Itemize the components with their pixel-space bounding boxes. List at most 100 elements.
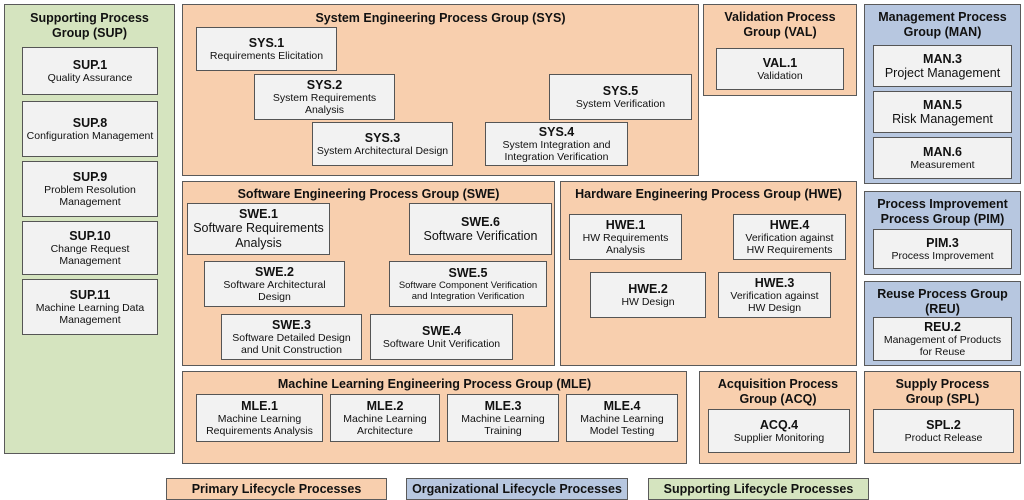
process-name: Supplier Monitoring xyxy=(733,431,825,444)
group-mle: Machine Learning Engineering Process Gro… xyxy=(182,371,687,464)
process-id: MLE.1 xyxy=(241,398,278,413)
process-id: MAN.3 xyxy=(923,51,962,66)
process-pim3[interactable]: PIM.3 Process Improvement xyxy=(873,229,1012,269)
process-sup9[interactable]: SUP.9 Problem Resolution Management xyxy=(22,161,158,217)
process-name: Software Detailed Design and Unit Constr… xyxy=(232,331,351,357)
process-sup1[interactable]: SUP.1 Quality Assurance xyxy=(22,47,158,95)
process-name: Management of Products for Reuse xyxy=(883,333,1002,359)
process-id: HWE.4 xyxy=(769,217,810,232)
process-name: Configuration Management xyxy=(26,129,154,142)
process-id: ACQ.4 xyxy=(759,417,799,432)
process-name: Validation xyxy=(757,69,803,82)
process-id: HWE.2 xyxy=(628,281,668,296)
group-title: Process Improvement Process Group (PIM) xyxy=(877,197,1008,226)
process-mle2[interactable]: MLE.2 Machine Learning Architecture xyxy=(330,394,440,442)
process-man3[interactable]: MAN.3 Project Management xyxy=(873,45,1012,87)
process-name: System Requirements Analysis xyxy=(272,91,377,117)
process-id: SYS.3 xyxy=(364,130,401,145)
process-name: Machine Learning Data Management xyxy=(35,301,145,327)
process-id: SUP.8 xyxy=(72,115,108,130)
group-val: Validation Process Group (VAL) VAL.1 Val… xyxy=(703,4,857,96)
process-mle1[interactable]: MLE.1 Machine Learning Requirements Anal… xyxy=(196,394,323,442)
process-name: Software Component Verification and Inte… xyxy=(398,279,538,303)
process-hwe2[interactable]: HWE.2 HW Design xyxy=(590,272,706,318)
process-id: MAN.5 xyxy=(923,97,962,112)
process-sup11[interactable]: SUP.11 Machine Learning Data Management xyxy=(22,279,158,335)
process-id: SWE.3 xyxy=(272,317,311,332)
process-id: SWE.5 xyxy=(448,265,488,280)
process-sys1[interactable]: SYS.1 Requirements Elicitation xyxy=(196,27,337,71)
process-name: Machine Learning Training xyxy=(461,412,545,438)
process-id: SYS.4 xyxy=(538,124,575,139)
group-spl: Supply Process Group (SPL) SPL.2 Product… xyxy=(864,371,1021,464)
group-title: Hardware Engineering Process Group (HWE) xyxy=(575,187,842,201)
process-acq4[interactable]: ACQ.4 Supplier Monitoring xyxy=(708,409,850,453)
process-spl2[interactable]: SPL.2 Product Release xyxy=(873,409,1014,453)
process-name: Process Improvement xyxy=(891,249,994,262)
process-id: SWE.4 xyxy=(422,323,461,338)
process-id: SYS.2 xyxy=(306,77,343,92)
group-title: Supply Process Group (SPL) xyxy=(895,377,990,406)
process-name: Project Management xyxy=(884,65,1001,80)
group-man: Management Process Group (MAN) MAN.3 Pro… xyxy=(864,4,1021,184)
process-name: HW Design xyxy=(621,295,675,308)
process-name: Machine Learning Architecture xyxy=(343,412,427,438)
process-name: Product Release xyxy=(904,431,983,444)
process-id: VAL.1 xyxy=(762,55,798,70)
process-swe3[interactable]: SWE.3 Software Detailed Design and Unit … xyxy=(221,314,362,360)
process-hwe1[interactable]: HWE.1 HW Requirements Analysis xyxy=(569,214,682,260)
process-name: Software Architectural Design xyxy=(223,278,326,304)
group-title: Reuse Process Group (REU) xyxy=(877,287,1008,316)
process-name: Software Verification xyxy=(423,228,538,243)
process-swe6[interactable]: SWE.6 Software Verification xyxy=(409,203,552,255)
process-id: SUP.1 xyxy=(72,57,108,72)
process-sys2[interactable]: SYS.2 System Requirements Analysis xyxy=(254,74,395,120)
process-swe2[interactable]: SWE.2 Software Architectural Design xyxy=(204,261,345,307)
process-reu2[interactable]: REU.2 Management of Products for Reuse xyxy=(873,317,1012,361)
process-id: SYS.5 xyxy=(602,83,639,98)
process-swe5[interactable]: SWE.5 Software Component Verification an… xyxy=(389,261,547,307)
process-sup10[interactable]: SUP.10 Change Request Management xyxy=(22,221,158,275)
process-id: SYS.1 xyxy=(248,35,285,50)
process-id: SWE.1 xyxy=(239,207,278,221)
process-id: PIM.3 xyxy=(926,235,959,250)
process-name: Software Requirements Analysis xyxy=(193,221,324,250)
group-reu: Reuse Process Group (REU) REU.2 Manageme… xyxy=(864,281,1021,366)
process-name: Verification against HW Requirements xyxy=(745,231,834,257)
group-sys: System Engineering Process Group (SYS) S… xyxy=(182,4,699,176)
process-sys3[interactable]: SYS.3 System Architectural Design xyxy=(312,122,453,166)
process-sys5[interactable]: SYS.5 System Verification xyxy=(549,74,692,120)
process-sys4[interactable]: SYS.4 System Integration and Integration… xyxy=(485,122,628,166)
group-acq: Acquisition Process Group (ACQ) ACQ.4 Su… xyxy=(699,371,857,464)
process-hwe4[interactable]: HWE.4 Verification against HW Requiremen… xyxy=(733,214,846,260)
process-val1[interactable]: VAL.1 Validation xyxy=(716,48,844,90)
process-name: Verification against HW Design xyxy=(730,289,819,315)
process-hwe3[interactable]: HWE.3 Verification against HW Design xyxy=(718,272,831,318)
process-id: MLE.4 xyxy=(603,398,641,413)
process-name: Machine Learning Model Testing xyxy=(580,412,664,438)
process-mle3[interactable]: MLE.3 Machine Learning Training xyxy=(447,394,559,442)
group-title: Management Process Group (MAN) xyxy=(878,10,1007,39)
group-title: Validation Process Group (VAL) xyxy=(724,10,836,39)
group-sup: Supporting Process Group (SUP) SUP.1 Qua… xyxy=(4,4,175,454)
group-pim: Process Improvement Process Group (PIM) … xyxy=(864,191,1021,275)
group-title: System Engineering Process Group (SYS) xyxy=(315,11,566,25)
group-title: Software Engineering Process Group (SWE) xyxy=(237,187,500,201)
process-name: HW Requirements Analysis xyxy=(582,231,669,257)
process-swe4[interactable]: SWE.4 Software Unit Verification xyxy=(370,314,513,360)
process-name: System Integration and Integration Verif… xyxy=(502,138,611,164)
process-swe1[interactable]: SWE.1 Software Requirements Analysis xyxy=(187,203,330,255)
group-swe: Software Engineering Process Group (SWE)… xyxy=(182,181,555,366)
process-id: MAN.6 xyxy=(923,144,962,159)
process-name: System Architectural Design xyxy=(316,144,449,157)
process-sup8[interactable]: SUP.8 Configuration Management xyxy=(22,101,158,157)
process-name: Machine Learning Requirements Analysis xyxy=(206,412,313,438)
group-title: Machine Learning Engineering Process Gro… xyxy=(277,377,592,391)
process-mle4[interactable]: MLE.4 Machine Learning Model Testing xyxy=(566,394,678,442)
process-name: Requirements Elicitation xyxy=(209,49,324,62)
process-man5[interactable]: MAN.5 Risk Management xyxy=(873,91,1012,133)
legend-primary: Primary Lifecycle Processes xyxy=(166,478,387,500)
process-id: SUP.10 xyxy=(69,228,111,243)
legend-supporting: Supporting Lifecycle Processes xyxy=(648,478,869,500)
process-man6[interactable]: MAN.6 Measurement xyxy=(873,137,1012,179)
